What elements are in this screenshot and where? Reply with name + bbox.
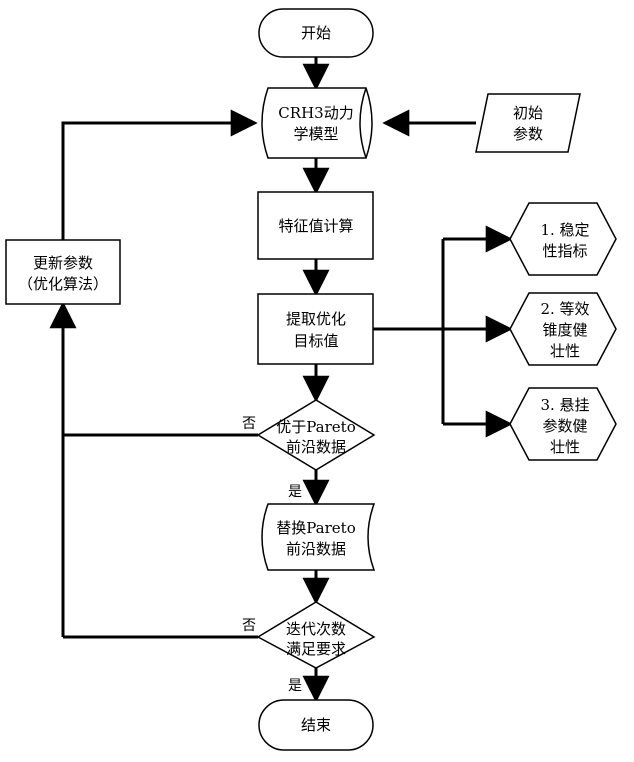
replace-label-line-1: 替换Pareto bbox=[276, 519, 355, 537]
extract-label-line-2: 目标值 bbox=[293, 332, 338, 350]
update-node bbox=[6, 240, 120, 304]
objective-3-label-line-2: 参数健 bbox=[542, 417, 587, 435]
iteration-no-label: 否 bbox=[242, 618, 256, 634]
objective-2-label-line-1: 2. 等效 bbox=[540, 300, 589, 318]
model-label-line-2: 学模型 bbox=[293, 125, 338, 143]
edge-update-to-model bbox=[63, 123, 255, 240]
pareto-check-label-line-1: 优于Pareto bbox=[276, 418, 355, 436]
model-node bbox=[262, 88, 372, 158]
update-label-line-2: （优化算法） bbox=[18, 275, 108, 293]
extract-label-line-1: 提取优化 bbox=[286, 310, 346, 328]
pareto-check-label-line-2: 前沿数据 bbox=[286, 438, 346, 456]
objective-2-label-line-3: 壮性 bbox=[550, 342, 580, 360]
iteration-check-label-line-2: 满足要求 bbox=[286, 640, 346, 658]
eigen-label: 特征值计算 bbox=[278, 217, 353, 235]
update-label-line-1: 更新参数 bbox=[33, 254, 93, 272]
replace-node bbox=[262, 504, 374, 570]
pareto-yes-label: 是 bbox=[288, 484, 302, 500]
end-label: 结束 bbox=[301, 716, 331, 734]
iteration-yes-label: 是 bbox=[288, 678, 302, 694]
initial-params-label-line-2: 参数 bbox=[513, 125, 543, 143]
extract-node bbox=[258, 294, 373, 364]
objective-3-label-line-1: 3. 悬挂 bbox=[540, 396, 589, 414]
objective-3-label-line-3: 壮性 bbox=[550, 438, 580, 456]
pareto-no-label: 否 bbox=[242, 416, 256, 432]
replace-label-line-2: 前沿数据 bbox=[286, 540, 346, 558]
initial-params-label-line-1: 初始 bbox=[513, 104, 543, 122]
objective-1-label-line-1: 1. 稳定 bbox=[540, 221, 589, 239]
objective-1-node bbox=[510, 203, 616, 275]
iteration-check-label-line-1: 迭代次数 bbox=[286, 620, 346, 638]
objective-1-label-line-2: 性指标 bbox=[542, 242, 587, 260]
objective-2-label-line-2: 锥度健 bbox=[542, 321, 587, 339]
initial-params-node bbox=[476, 94, 580, 152]
start-label: 开始 bbox=[301, 24, 331, 42]
model-label-line-1: CRH3动力 bbox=[278, 104, 353, 122]
